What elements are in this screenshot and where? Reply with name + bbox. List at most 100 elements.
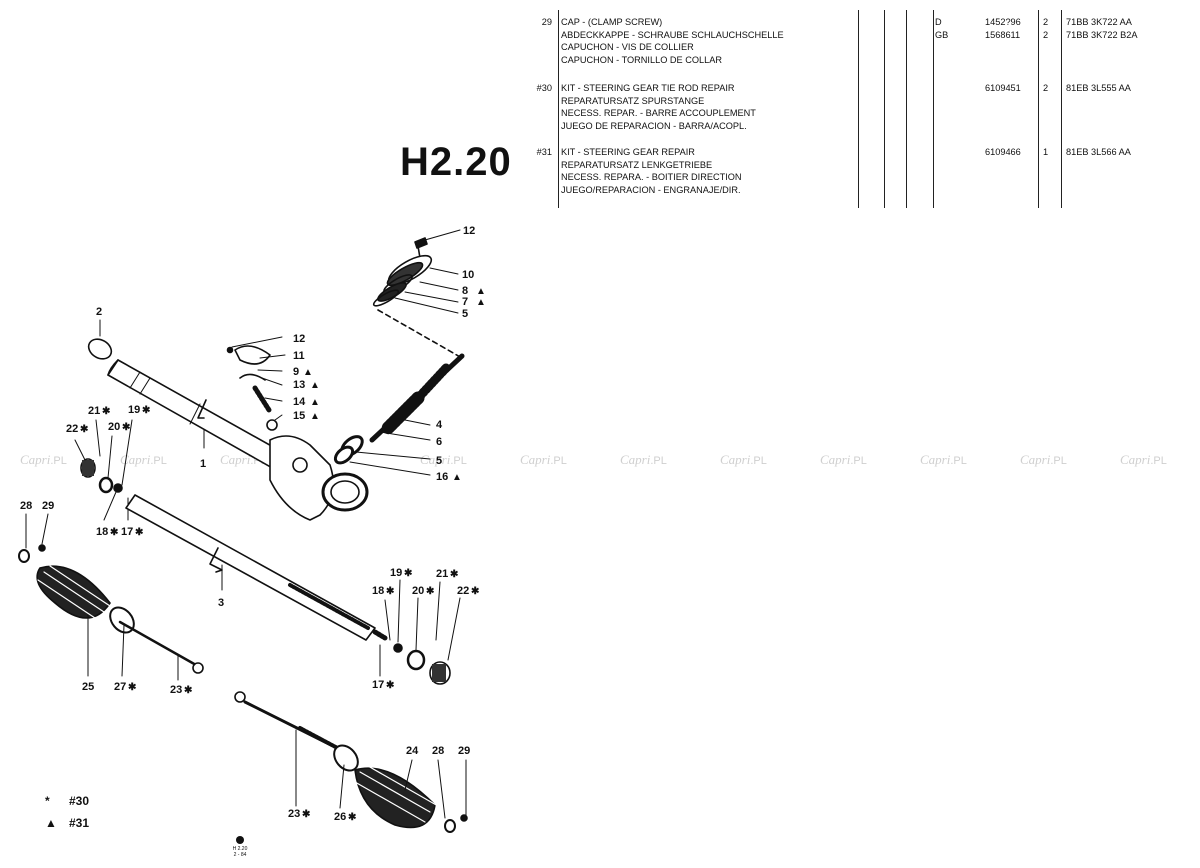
watermark-strip: Capri.PL Capri.PL Capri.PL Capri.PL Capr… — [0, 452, 1200, 472]
desc-line: CAP - (CLAMP SCREW) — [561, 17, 663, 27]
country-code: D — [935, 17, 942, 27]
asterisk-marker-icon: ✱ — [128, 682, 137, 693]
callout-22: 22 — [457, 585, 469, 597]
callout-1: 1 — [200, 458, 206, 470]
engineering-number: 71BB 3K722 AA — [1066, 17, 1132, 27]
entry-part-number: 6109466 — [985, 146, 1041, 159]
asterisk-marker-icon: ✱ — [135, 527, 144, 538]
entry-engineering-number: 71BB 3K722 AA 71BB 3K722 B2A — [1066, 16, 1186, 41]
cover-assembly-upper — [372, 237, 463, 359]
steering-gear-exploded-diagram: 12 10 8 7 5 2 12 11 9 13 14 15 4 6 5 16 … — [18, 225, 486, 833]
callout-14: 14 — [293, 396, 306, 408]
leader-lines-upper — [394, 229, 461, 314]
callout-8: 8 — [462, 285, 468, 297]
country-code: GB — [935, 29, 949, 40]
engineering-number: 81EB 3L566 AA — [1066, 147, 1131, 157]
pinion-shaft — [333, 353, 465, 476]
desc-line: ABDECKKAPPE - SCHRAUBE SCHLAUCHSCHELLE — [561, 29, 784, 40]
asterisk-marker-icon: ✱ — [302, 809, 311, 820]
column-divider — [558, 10, 559, 208]
asterisk-marker-icon: ✱ — [348, 812, 357, 823]
entry-engineering-number: 81EB 3L566 AA — [1066, 146, 1186, 159]
entry-number: #30 — [536, 83, 552, 93]
watermark: Capri.PL — [920, 452, 967, 467]
callout-16: 16 — [436, 471, 448, 483]
asterisk-marker-icon: ✱ — [102, 406, 111, 417]
watermark: Capri.PL — [1020, 452, 1067, 467]
engineering-number: 81EB 3L555 AA — [1066, 83, 1131, 93]
desc-line: REPARATURSATZ SPURSTANGE — [561, 95, 705, 106]
callout-17: 17 — [372, 679, 384, 691]
asterisk-marker-icon: ✱ — [404, 568, 413, 579]
callout-10: 10 — [462, 269, 474, 281]
callout-9: 9 — [293, 366, 299, 378]
engineering-number: 71BB 3K722 B2A — [1066, 29, 1138, 40]
part-number: 6109466 — [985, 147, 1021, 157]
column-divider — [933, 10, 934, 208]
watermark: Capri.PL — [520, 452, 567, 467]
triangle-marker-icon: ▲ — [303, 367, 313, 378]
callout-22: 22 — [66, 423, 78, 435]
bellows-boot-right — [234, 691, 468, 833]
desc-line: JUEGO DE REPARACION - BARRA/ACOPL. — [561, 120, 747, 131]
callout-12: 12 — [463, 225, 475, 237]
callout-20: 20 — [412, 585, 424, 597]
callout-24: 24 — [406, 745, 419, 757]
callout-28: 28 — [432, 745, 444, 757]
rack-end-left-parts — [74, 419, 133, 521]
callout-19: 19 — [128, 404, 140, 416]
entry-quantity: 2 2 — [1043, 16, 1055, 41]
entry-quantity: 2 — [1043, 82, 1055, 95]
quantity: 1 — [1043, 147, 1049, 157]
watermark: Capri.PL — [20, 452, 67, 467]
desc-line: NECESS. REPAR. - BARRE ACCOUPLEMENT — [561, 108, 756, 119]
entry-quantity: 1 — [1043, 146, 1055, 159]
asterisk-marker-icon: ✱ — [80, 424, 89, 435]
entry-number: 29 — [541, 17, 552, 27]
triangle-marker-icon: ▲ — [310, 380, 320, 391]
callout-6: 6 — [436, 436, 442, 448]
column-divider — [1061, 10, 1062, 208]
legend-label: #30 — [69, 794, 90, 808]
callout-12: 12 — [293, 333, 305, 345]
callout-5: 5 — [462, 308, 468, 320]
callout-25: 25 — [82, 681, 94, 693]
desc-line: KIT - STEERING GEAR REPAIR — [561, 147, 695, 157]
callout-23: 23 — [288, 808, 300, 820]
entry-part-number: 6109451 — [985, 82, 1041, 95]
callout-5: 5 — [436, 455, 442, 467]
leader-lines-middle — [99, 319, 286, 449]
callout-23: 23 — [170, 684, 182, 696]
entry-number: #31 — [536, 147, 552, 157]
column-divider — [858, 10, 859, 208]
entry-country: D GB — [935, 16, 965, 41]
entry-description: KIT - STEERING GEAR REPAIR REPARATURSATZ… — [561, 146, 861, 196]
legend-label: #31 — [69, 816, 90, 830]
callout-7: 7 — [462, 296, 468, 308]
steering-rack — [125, 494, 376, 641]
parts-table: 29 CAP - (CLAMP SCREW) ABDECKKAPPE - SCH… — [528, 10, 1200, 210]
page-ref-code: H 2.20 — [232, 846, 248, 852]
callout-markers: ▲ ▲ ▲ ▲ ▲ ▲ ▲ ✱ ✱ ✱ ✱ ✱ ✱ ✱ ✱ ✱ ✱ ✱ ✱ ✱ … — [80, 286, 486, 823]
asterisk-marker-icon: ✱ — [450, 569, 459, 580]
column-divider — [884, 10, 885, 208]
asterisk-marker-icon: ✱ — [142, 405, 151, 416]
triangle-marker-icon: ▲ — [476, 286, 486, 297]
quantity: 2 — [1043, 83, 1049, 93]
callout-18: 18 — [96, 526, 108, 538]
entry-part-number: 1452?96 1568611 — [985, 16, 1041, 41]
watermark: Capri.PL — [1120, 452, 1167, 467]
triangle-marker-icon: ▲ — [310, 397, 320, 408]
desc-line: CAPUCHON - VIS DE COLLIER — [561, 42, 694, 53]
callout-19: 19 — [390, 567, 402, 579]
quantity: 2 — [1043, 17, 1049, 27]
triangle-marker-icon: ▲ — [452, 472, 462, 483]
callout-3: 3 — [218, 597, 224, 609]
callout-27: 27 — [114, 681, 126, 693]
asterisk-marker-icon: ✱ — [110, 527, 119, 538]
callout-17: 17 — [121, 526, 133, 538]
legend-row: * #30 — [45, 790, 89, 812]
callout-18: 18 — [372, 585, 384, 597]
column-divider — [906, 10, 907, 208]
desc-line: CAPUCHON - TORNILLO DE COLLAR — [561, 54, 722, 65]
